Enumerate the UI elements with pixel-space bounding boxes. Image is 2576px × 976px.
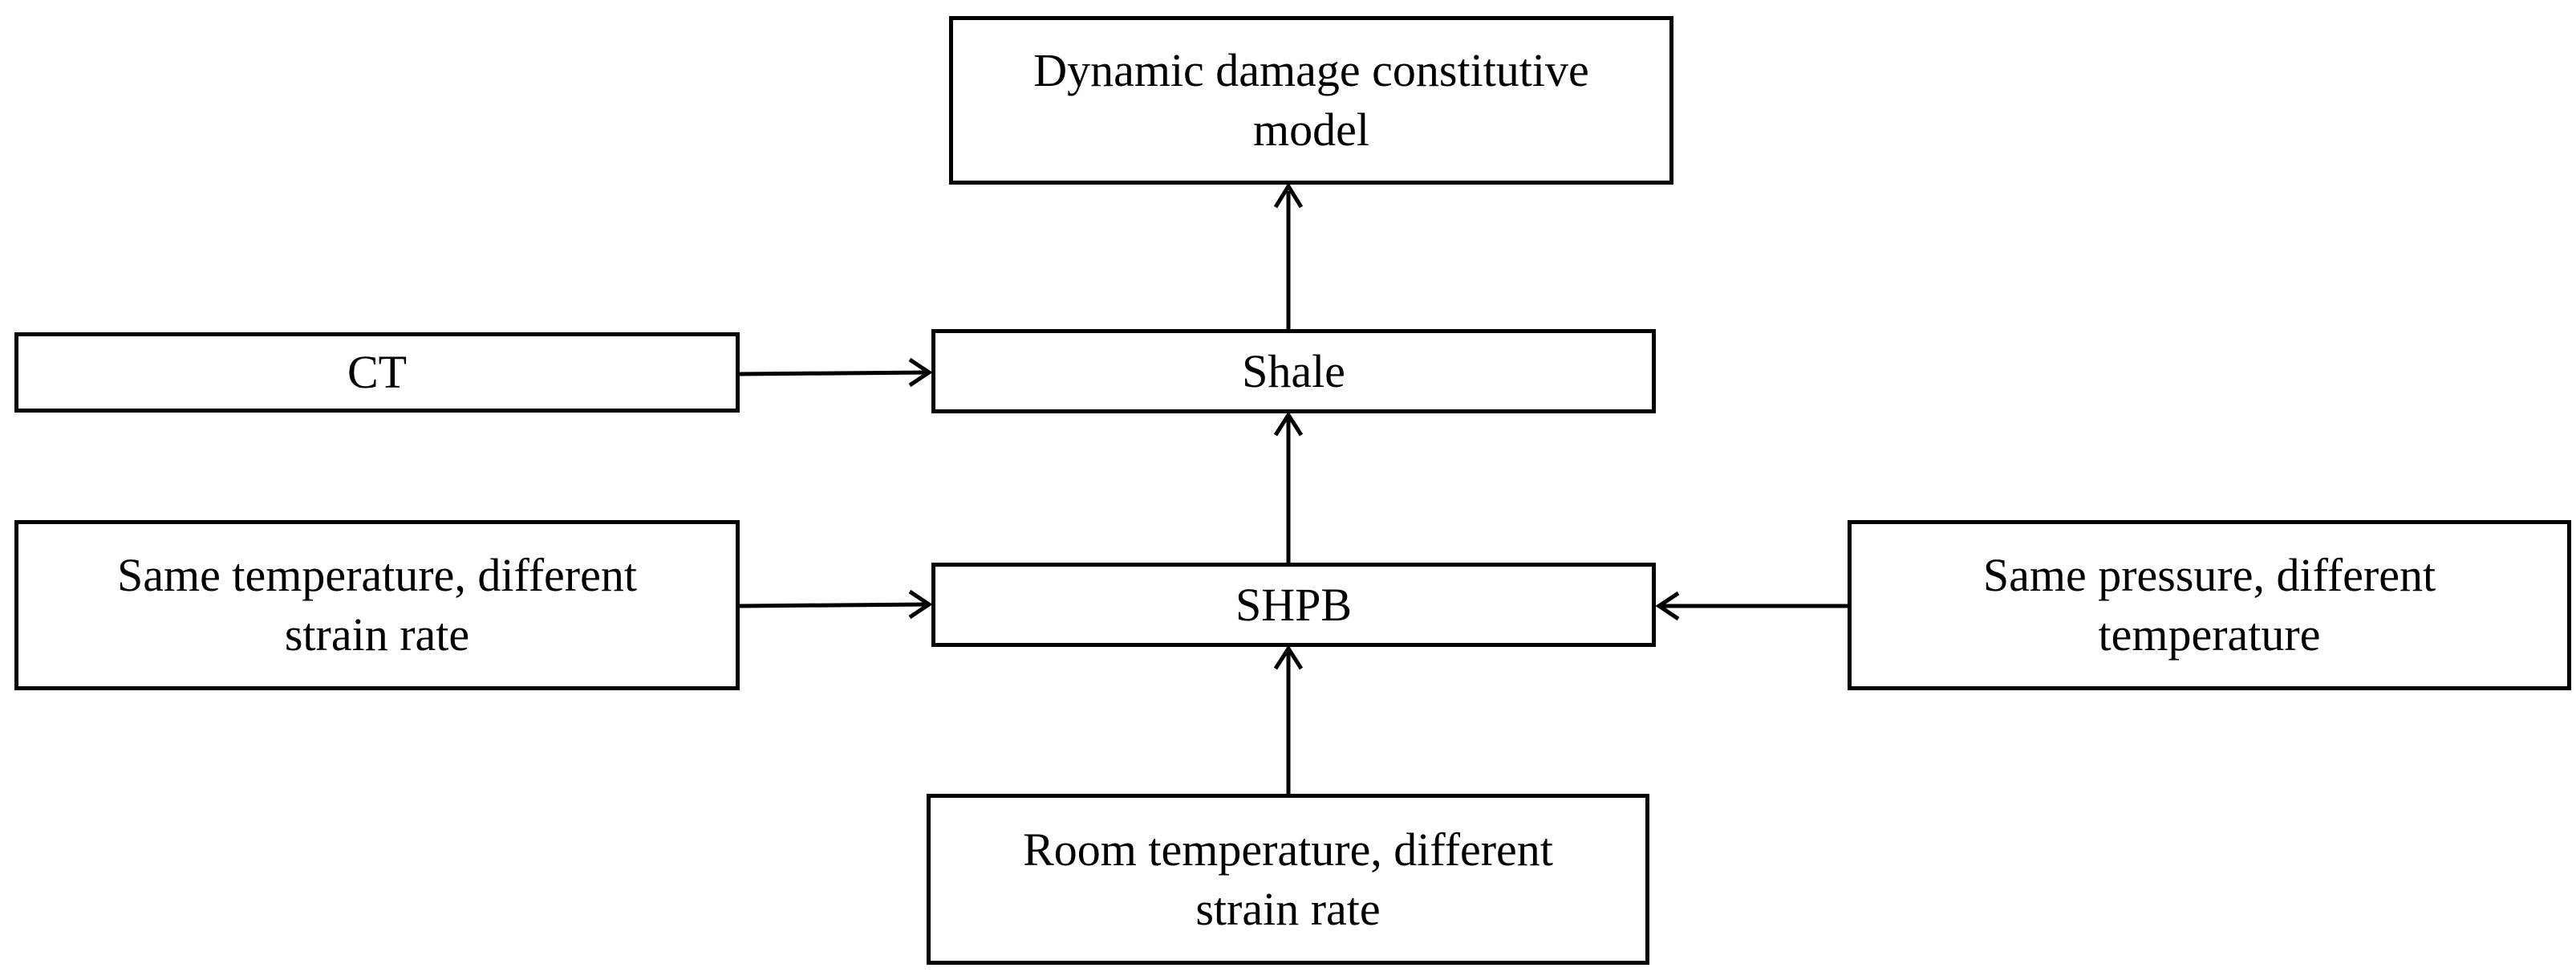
edge-shpb-to-shale — [1273, 411, 1304, 563]
edge-same-press-to-shpb — [1655, 591, 1848, 621]
edge-same-temp-to-shpb — [739, 589, 933, 620]
node-room-temperature: Room temperature, different strain rate — [927, 794, 1649, 965]
node-label: CT — [347, 346, 408, 398]
node-label-line: strain rate — [1195, 882, 1381, 935]
node-label-line: Room temperature, different — [1023, 823, 1553, 876]
node-label-line: strain rate — [284, 608, 470, 661]
edge-room-to-shpb — [1273, 645, 1304, 794]
node-ct: CT — [14, 332, 740, 413]
node-label: Shale — [1242, 344, 1345, 397]
node-same-temperature: Same temperature, different strain rate — [14, 520, 740, 690]
node-same-pressure: Same pressure, different temperature — [1848, 520, 2571, 690]
node-label-line: Dynamic damage constitutive — [1033, 44, 1589, 96]
node-shpb: SHPB — [931, 563, 1656, 647]
node-shale: Shale — [931, 329, 1656, 413]
edge-ct-to-shale — [739, 357, 933, 388]
node-label-line: Same pressure, different — [1982, 549, 2436, 601]
edge-shale-to-model — [1273, 182, 1304, 329]
node-label-line: Same temperature, different — [117, 549, 637, 601]
node-label-line: model — [1253, 104, 1369, 156]
node-label: SHPB — [1235, 578, 1353, 631]
node-label-line: temperature — [2098, 608, 2321, 661]
node-dynamic-damage-model: Dynamic damage constitutive model — [949, 16, 1673, 185]
